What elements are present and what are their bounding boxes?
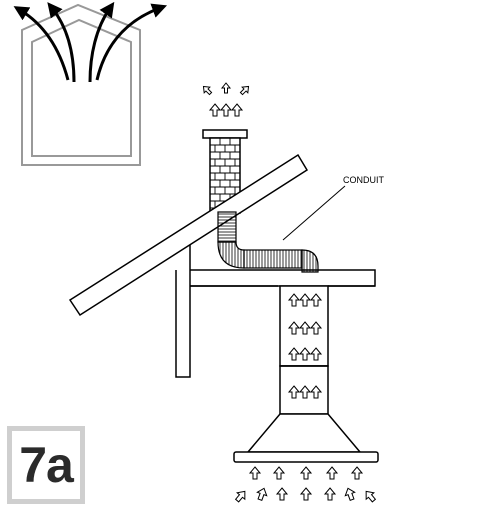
chimney-bricks xyxy=(210,138,240,213)
chimney-cap xyxy=(202,129,248,139)
airflow-arrow-icon xyxy=(234,466,377,503)
roof xyxy=(68,153,309,317)
flexible-conduit xyxy=(217,211,319,273)
airflow-arrow-icon xyxy=(287,293,323,399)
figure-number: 7a xyxy=(19,437,74,493)
brick-chimney xyxy=(202,129,248,214)
conduit-leader-line xyxy=(282,185,346,241)
conduit-label: CONDUIT xyxy=(343,175,384,185)
house-inset xyxy=(13,1,168,166)
figure-number-badge: 7a xyxy=(7,426,85,504)
range-hood-canopy xyxy=(233,413,379,463)
exhaust-curved-arrow-icon xyxy=(13,1,168,83)
airflow-arrow-icon xyxy=(202,82,250,117)
